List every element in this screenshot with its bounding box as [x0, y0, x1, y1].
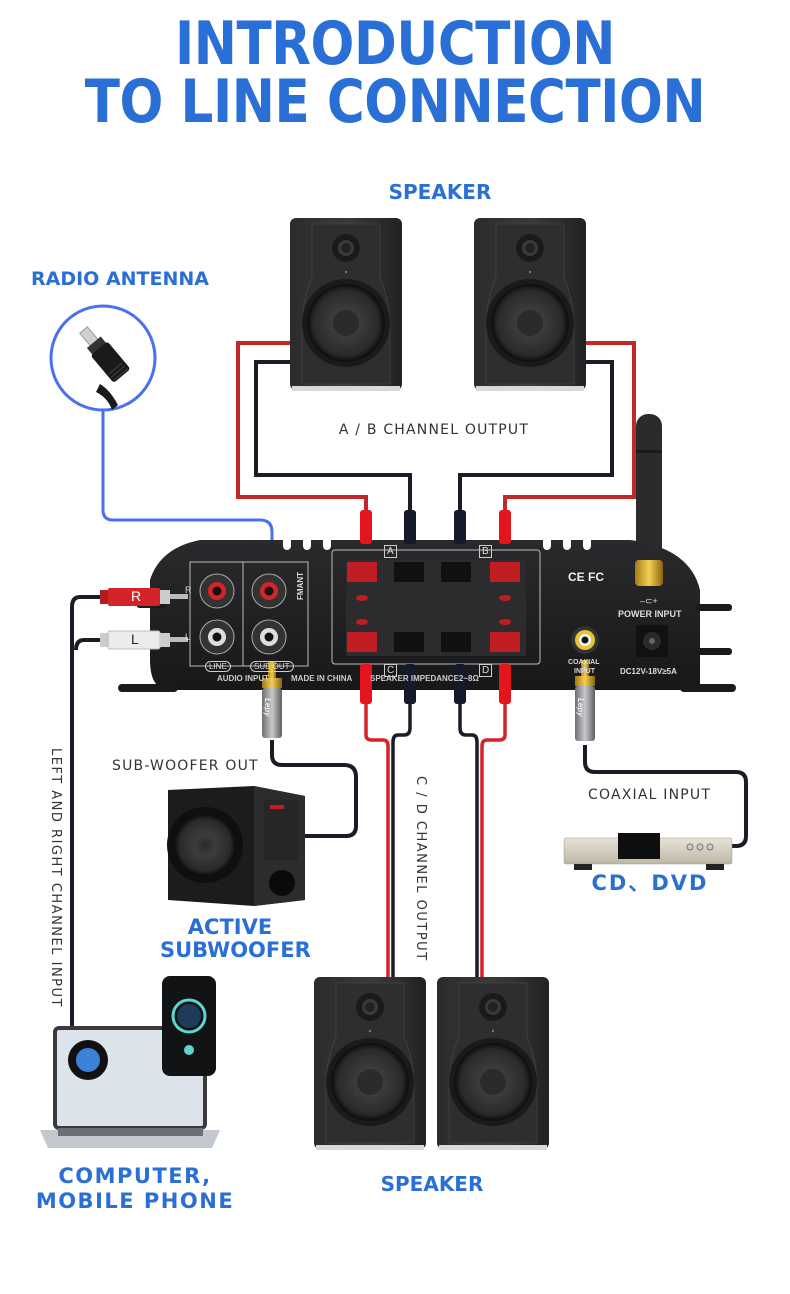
radio-antenna-label: RADIO ANTENNA: [31, 268, 209, 290]
jack-l-label: L: [185, 632, 191, 642]
channel-c-label: C: [384, 664, 398, 677]
lr-input-wire: [70, 595, 100, 1030]
channel-b-label: B: [479, 545, 492, 558]
ab-output-label: A / B CHANNEL OUTPUT: [338, 422, 530, 438]
cd-output-label: C / D CHANNEL OUTPUT: [413, 776, 428, 962]
wire-c-negative: [391, 700, 412, 977]
coaxial-wire: [583, 745, 748, 848]
speaker-bottom-right: [436, 976, 550, 1151]
coaxial-plug: [575, 660, 595, 741]
bluetooth-antenna: [636, 414, 662, 564]
active-subwoofer-line2: SUBWOOFER: [160, 938, 311, 962]
cd-dvd-player: [563, 833, 733, 870]
wire-b-negative: [458, 360, 614, 520]
cd-dvd-label: CD、DVD: [591, 871, 709, 895]
channel-d-label: D: [479, 664, 493, 677]
subwoofer-wire: [270, 740, 358, 838]
power-symbol: –⊂+: [640, 596, 658, 606]
top-speaker-label: SPEAKER: [388, 180, 492, 204]
speaker-top-right: [473, 217, 587, 392]
speaker-impedance-label: SPEAKER IMPEDANCE2~8Ω: [370, 674, 479, 683]
wire-b-positive: [503, 341, 636, 520]
wire-d-positive: [480, 700, 507, 977]
active-subwoofer-line1: ACTIVE: [187, 915, 273, 939]
computer-phone-label: COMPUTER, MOBILE PHONE: [20, 1164, 250, 1214]
power-input-label: POWER INPUT: [618, 609, 682, 619]
sub-plug-brand: Lepy: [263, 698, 272, 717]
fm-ant-label: FMANT: [296, 572, 305, 600]
sub-out-label: SUB-WOOFER OUT: [112, 758, 259, 774]
cert-marks: CE FC: [568, 570, 604, 584]
wire-d-negative: [458, 700, 479, 977]
plug-l-label: L: [131, 631, 139, 647]
laptop-phone-image: [40, 976, 220, 1148]
radio-antenna-image: [49, 304, 157, 412]
made-in-china-label: MADE IN CHINA: [291, 674, 353, 683]
coaxial-jack-label2: INPUT: [574, 668, 595, 675]
page-title-line1: INTRODUCTION: [174, 9, 616, 79]
coaxial-input-label: COAXIAL INPUT: [588, 787, 712, 803]
banana-plugs-top: [360, 510, 511, 544]
wire-a-positive: [236, 341, 368, 520]
plug-r-label: R: [131, 588, 142, 604]
lr-input-label: LEFT AND RIGHT CHANNEL INPUT: [48, 748, 63, 1008]
computer-label-line2: MOBILE PHONE: [35, 1189, 235, 1213]
coaxial-jack-label: COAXIAL: [568, 659, 600, 666]
bottom-speaker-label: SPEAKER: [380, 1172, 484, 1196]
speaker-bottom-left: [313, 976, 427, 1151]
sub-out-jack-label: SUB OUT: [250, 661, 294, 672]
jack-r-label: R: [185, 585, 192, 595]
wire-a-negative: [254, 360, 412, 520]
amplifier-unit: [118, 536, 736, 692]
banana-plugs-bottom: [360, 664, 511, 704]
rca-plug-r: [100, 588, 188, 606]
computer-label-line1: COMPUTER,: [58, 1164, 212, 1188]
channel-a-label: A: [384, 545, 397, 558]
speaker-top-left: [289, 217, 403, 392]
rca-plug-l: [100, 630, 188, 650]
dc-rating-label: DC12V-18V≥5A: [620, 667, 677, 676]
page-title-line2: TO LINE CONNECTION: [84, 67, 706, 137]
coax-plug-brand: Lepy: [576, 698, 585, 717]
antenna-wire: [101, 410, 274, 582]
active-subwoofer-label: ACTIVE SUBWOOFER: [160, 915, 311, 962]
subwoofer-image: [167, 786, 305, 906]
wire-c-positive: [364, 700, 390, 977]
audio-input-label: AUDIO INPUT: [217, 674, 269, 683]
line-label: LINE: [205, 661, 231, 672]
